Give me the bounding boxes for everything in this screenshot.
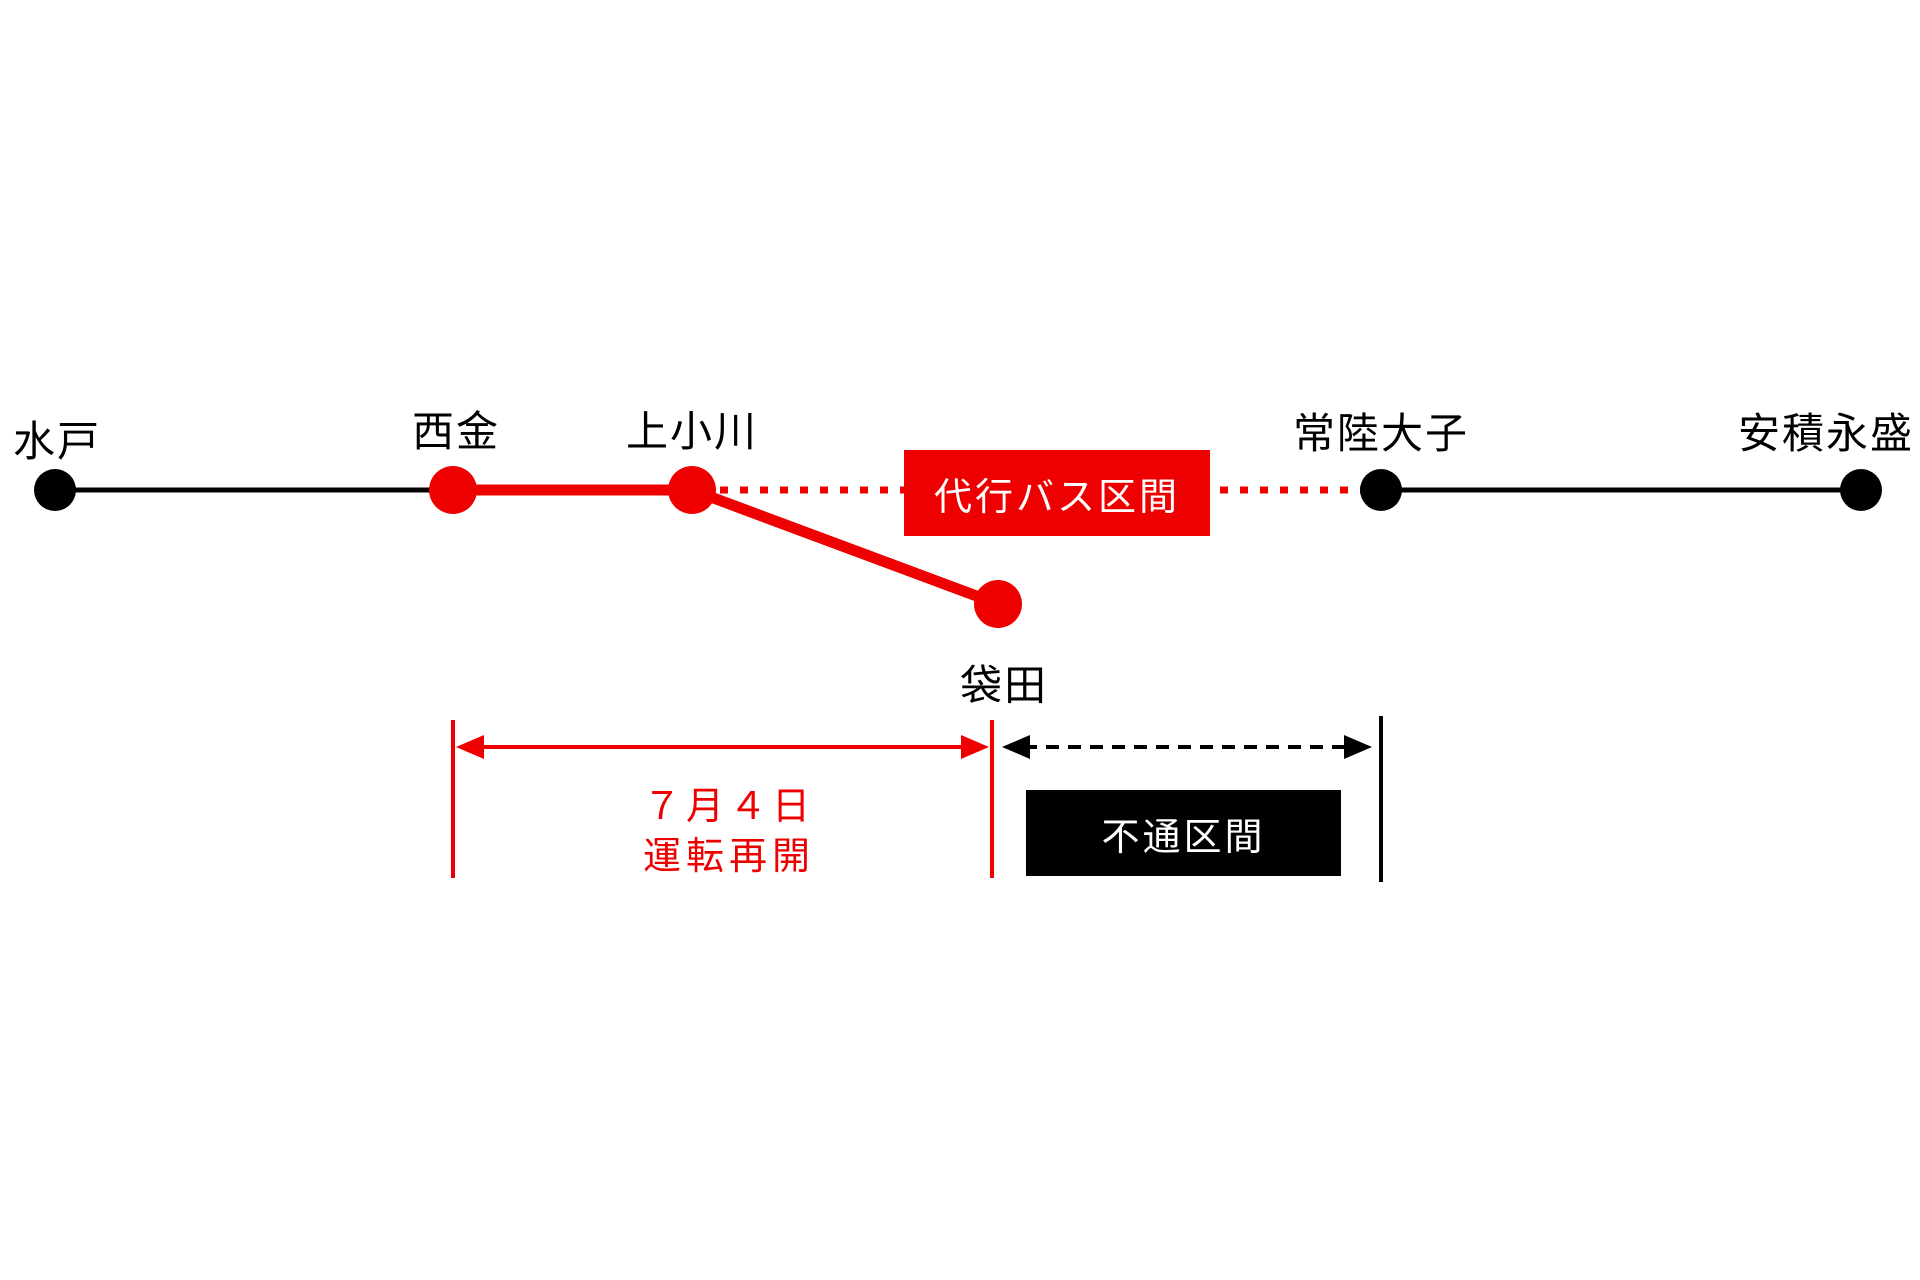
station-label-kamiogawa: 上小川 [625, 410, 759, 456]
closed-section-badge: 不通区間 [1026, 790, 1341, 876]
arrow-red-head-right [961, 735, 989, 759]
bus-section-badge: 代行バス区間 [904, 450, 1210, 536]
station-dot-kamiogawa [668, 466, 716, 514]
resume-note-text: 運転再開 [642, 836, 816, 878]
resume-note: ７月４日 運転再開 [643, 782, 815, 882]
station-dot-fukuroda [974, 580, 1022, 628]
station-dot-saigane [429, 466, 477, 514]
resume-note-date: ７月４日 [642, 786, 816, 828]
station-label-saigane: 西金 [411, 410, 501, 456]
station-label-asakanagamori: 安積永盛 [1737, 412, 1914, 458]
arrow-red-head-left [456, 735, 484, 759]
station-label-mito: 水戸 [12, 420, 102, 466]
station-label-fukuroda: 袋田 [959, 664, 1049, 710]
station-dot-asakanagamori [1840, 469, 1882, 511]
arrow-black-head-left [1002, 735, 1030, 759]
arrow-black-head-right [1344, 735, 1372, 759]
segment-kamiogawa-fukuroda-reopened [690, 484, 1000, 610]
station-dot-mito [34, 469, 76, 511]
station-label-hitachidaigo: 常陸大子 [1292, 412, 1470, 458]
station-dot-hitachidaigo [1360, 469, 1402, 511]
